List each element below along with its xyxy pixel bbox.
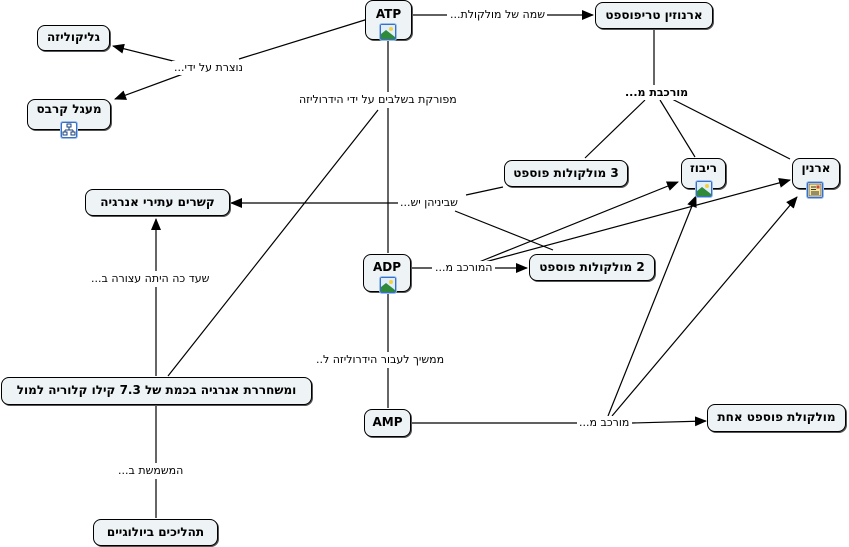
link-label-between-them[interactable]: שביניהן יש... [398,196,460,210]
link-label-continues-hydrolysis[interactable]: ממשיך לעבור הידרוליזה ל.. [314,353,447,367]
link-label-composed-of[interactable]: מורכבת מ... [623,86,691,100]
link-atp-to-produced-label [238,18,369,60]
node-krebs-cycle[interactable]: מעגל קרבס [27,99,111,130]
link-label-name-of-molecule[interactable]: שמה של מולקולת... [448,8,547,22]
node-adenosine-triphosphate[interactable]: ארנוזין טריפוספט [595,2,713,29]
link-produced-to-glycolysis [112,43,178,63]
link-label-produced-by[interactable]: נוצרת על ידי... [172,61,245,75]
node-energy-release[interactable]: ומשחררת אנרגיה בכמת של 7.3 קילו קלוריה ל… [1,377,312,405]
link-three-phosphates-to-between-label [465,186,504,196]
node-three-phosphates-label: 3 מולקולות פוספט [513,165,619,180]
node-bio-processes-label: תהליכים ביולוגיים [106,524,205,539]
node-adp-label: ADP [372,260,402,274]
link-amp-composed-to-one-phosphate [631,416,707,427]
node-adenosine-triphosphate-label: ארנוזין טריפוספט [605,7,703,22]
node-energy-release-label: ומשחררת אנרגיה בכמת של 7.3 קילו קלוריה ל… [16,383,297,397]
link-amp-composed-to-ribose [607,195,697,417]
link-label-adp-composed[interactable]: המורכב מ... [433,261,495,275]
link-composed-to-three-phosphates [584,99,646,159]
link-amp-composed-to-adenine [611,196,798,417]
link-label-amp-composed[interactable]: מורכב מ... [577,416,632,430]
node-two-phosphates-label: 2 מולקולות פוספט [539,259,645,274]
image-icon[interactable] [380,24,396,40]
node-glycolysis[interactable]: גליקוליזה [37,25,110,51]
node-two-phosphates[interactable]: 2 מולקולות פוספט [529,254,655,281]
link-label-stored-in[interactable]: שעד כה היתה עצורה ב... [89,272,212,286]
link-between-label-to-two-phosphates [454,210,554,251]
link-adp-composed-to-adenine [484,178,791,263]
link-label-used-in[interactable]: המשמשת ב... [116,464,186,478]
link-composed-to-ribose [659,99,696,158]
link-produced-to-krebs [114,73,184,100]
node-glycolysis-label: גליקוליזה [47,30,100,44]
link-broken-label-to-energy-release [167,109,379,377]
node-adenine-label: ארנין [801,160,831,175]
node-bio-processes[interactable]: תהליכים ביולוגיים [93,519,218,546]
node-one-phosphate-label: מולקולת פוספט אחת [717,410,836,424]
image-icon[interactable] [380,277,396,293]
link-composed-to-adenine [669,97,791,160]
document-icon[interactable] [807,182,823,198]
node-energy-bonds[interactable]: קשרים עתירי אנרגיה [85,189,230,216]
node-amp-label: AMP [372,415,403,429]
node-atp-label: ATP [375,7,402,21]
link-label-broken-down[interactable]: מפורקת בשלבים על ידי הידרוליזה [297,93,459,107]
node-one-phosphate[interactable]: מולקולת פוספט אחת [707,404,846,432]
node-three-phosphates[interactable]: 3 מולקולות פוספט [504,160,628,187]
node-amp[interactable]: AMP [364,409,411,437]
concept-map-icon[interactable] [61,122,77,138]
node-energy-bonds-label: קשרים עתירי אנרגיה [100,194,215,209]
link-adp-composed-to-ribose [478,181,679,263]
image-icon[interactable] [696,181,712,197]
node-ribose-label: ריבוז [690,160,717,175]
node-krebs-cycle-label: מעגל קרבס [36,101,102,116]
